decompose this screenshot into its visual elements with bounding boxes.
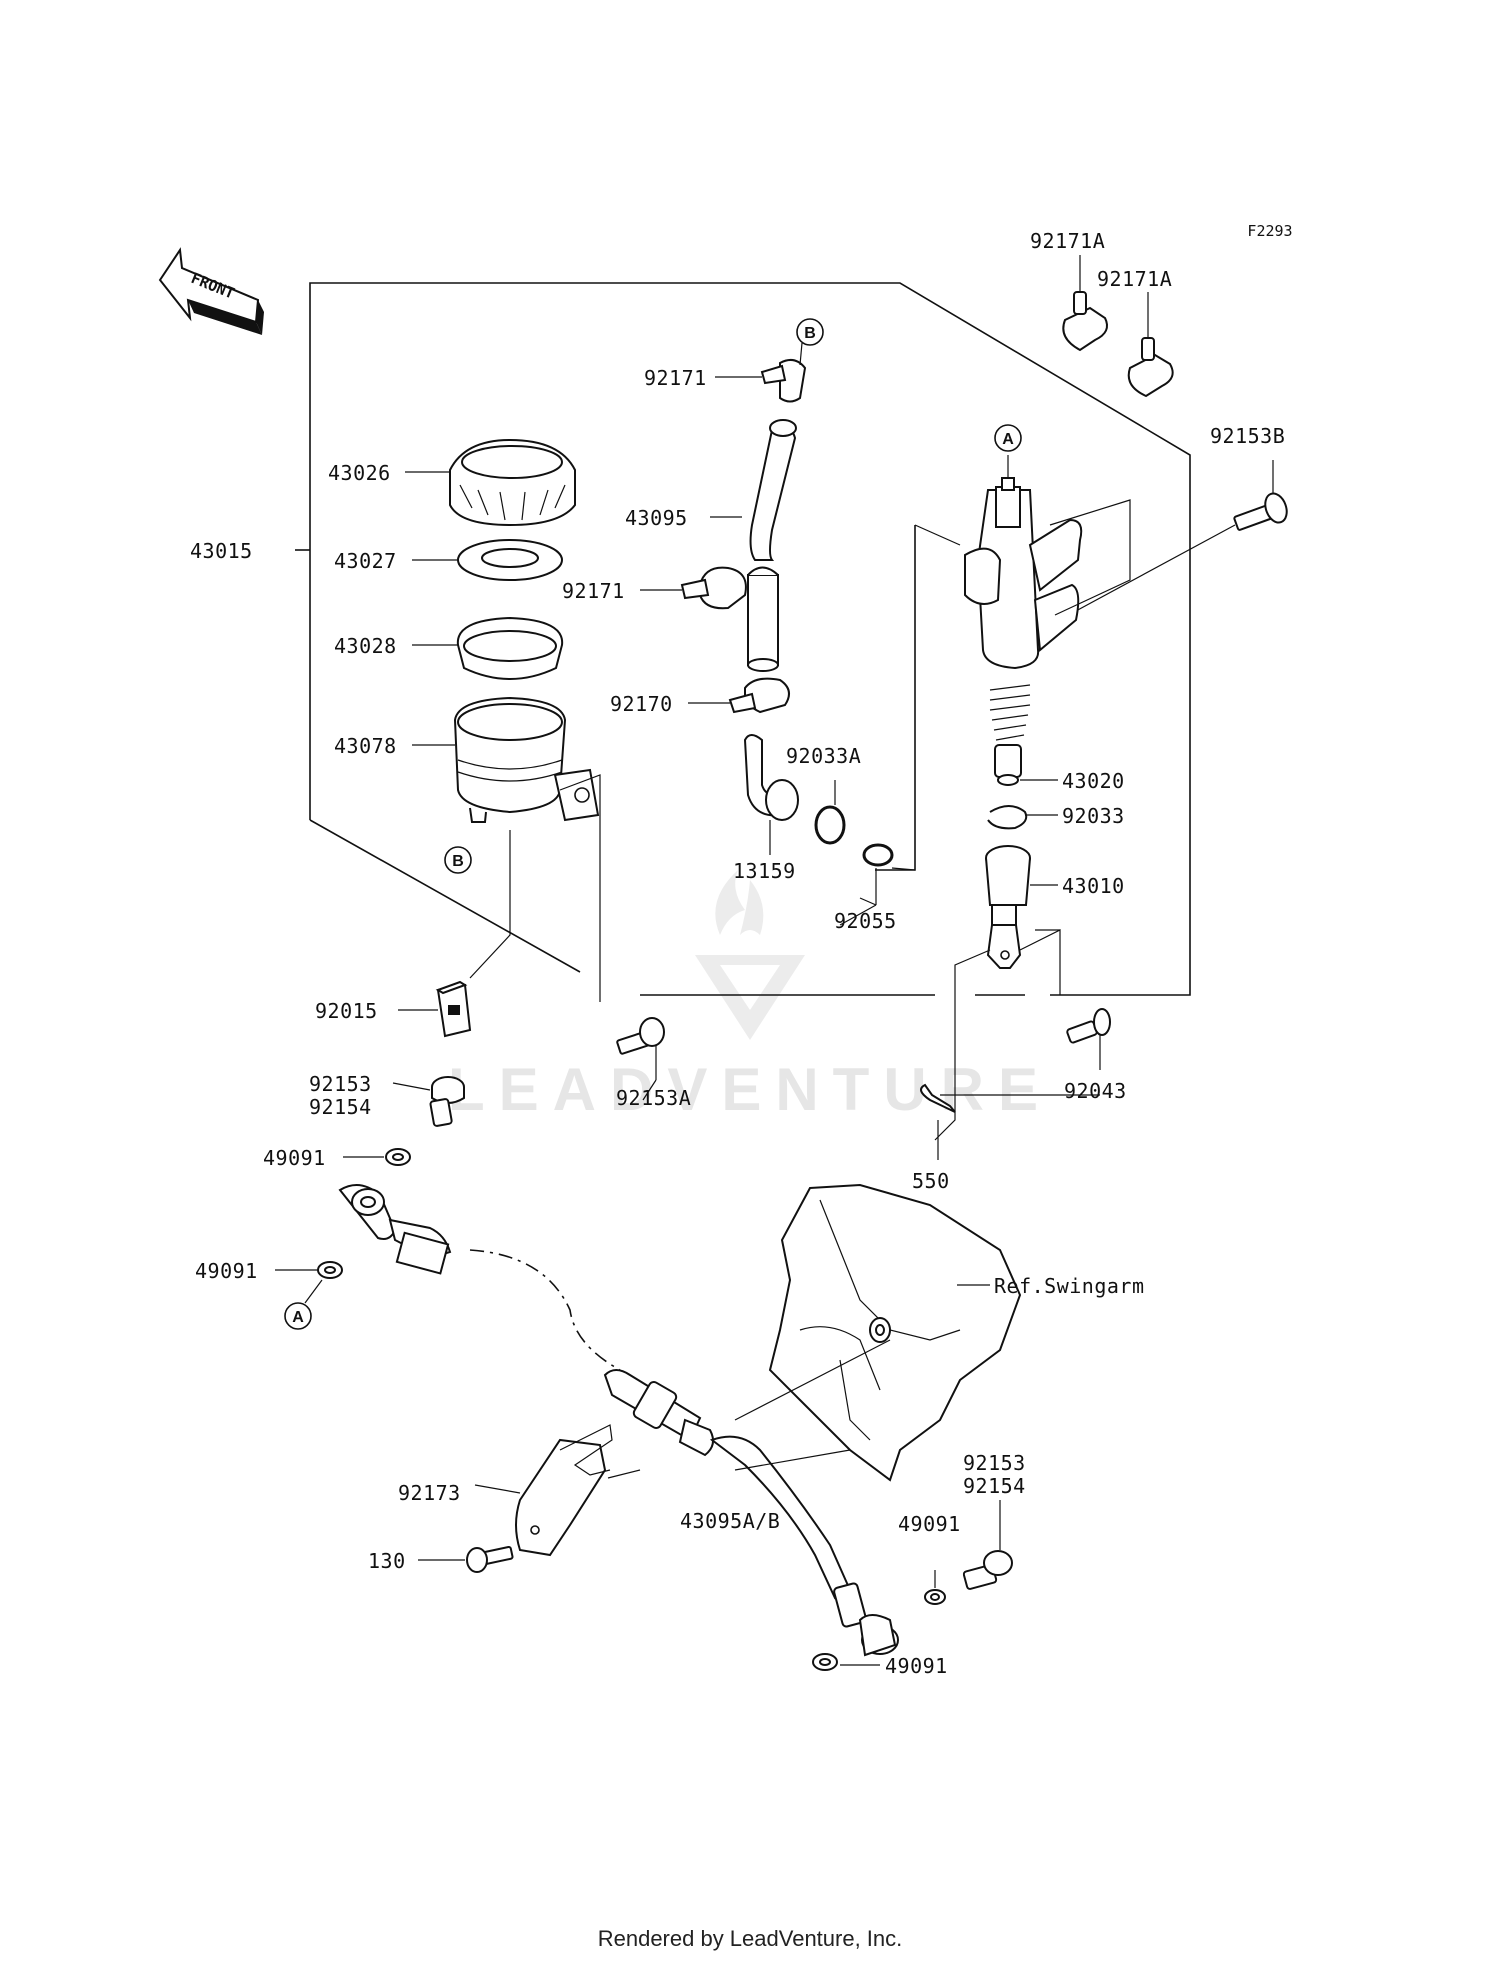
clamp-92171-top [715, 342, 807, 403]
hose-43095 [710, 419, 797, 672]
label-92154-lower: 92154 [963, 1474, 1026, 1498]
label-49091-lower-1: 49091 [898, 1512, 961, 1536]
clamp-92170 [688, 677, 790, 714]
bolt-92153b [1049, 460, 1288, 626]
banjo-bolt-lower [962, 1500, 1013, 1590]
label-43026: 43026 [328, 461, 391, 485]
label-550: 550 [912, 1169, 950, 1193]
push-rod-43010 [934, 845, 1061, 1141]
ref-marker-a-hose: A [284, 1279, 323, 1330]
label-92153b: 92153B [1210, 424, 1285, 448]
svg-text:B: B [804, 325, 816, 342]
label-49091-lower-2: 49091 [885, 1654, 948, 1678]
label-49091-upper-1: 49091 [263, 1146, 326, 1170]
watermark: LEADVENTURE [448, 870, 1052, 1123]
figure-code: F2293 [1247, 222, 1292, 240]
banjo-fitting-upper [338, 1184, 452, 1275]
clip-92015 [398, 980, 472, 1038]
label-92033: 92033 [1062, 804, 1125, 828]
o-ring-92055 [862, 843, 916, 905]
bolt-92153a [616, 1017, 665, 1080]
svg-text:B: B [452, 853, 464, 870]
label-43028: 43028 [334, 634, 397, 658]
label-92154-upper: 92154 [309, 1095, 372, 1119]
front-arrow-icon: FRONT [158, 247, 264, 335]
label-92171-mid: 92171 [562, 579, 625, 603]
spring-43020 [989, 684, 1058, 786]
label-43015: 43015 [190, 539, 253, 563]
label-92171-top: 92171 [644, 366, 707, 390]
label-92153-lower: 92153 [963, 1451, 1026, 1475]
washer-49091-4 [812, 1653, 880, 1671]
diaphragm-plate-43027 [412, 539, 563, 581]
label-92171a-1: 92171A [1030, 229, 1105, 253]
label-43095ab: 43095A/B [680, 1509, 780, 1533]
label-92170: 92170 [610, 692, 673, 716]
footer-credit: Rendered by LeadVenture, Inc. [598, 1926, 903, 1951]
svg-text:A: A [292, 1309, 304, 1326]
banjo-bolt-upper [392, 1076, 465, 1127]
label-ref-swingarm: Ref.Swingarm [994, 1274, 1145, 1298]
ref-marker-b-top: B [796, 318, 824, 346]
label-92015: 92015 [315, 999, 378, 1023]
label-92173: 92173 [398, 1481, 461, 1505]
label-43078: 43078 [334, 734, 397, 758]
bolt-130 [418, 1469, 641, 1573]
label-92171a-2: 92171A [1097, 267, 1172, 291]
cotter-pin-550 [920, 1083, 956, 1160]
leader-lines [642, 897, 1100, 1101]
label-43010: 43010 [1062, 874, 1125, 898]
assembly-outline [295, 282, 1191, 996]
label-92055: 92055 [834, 909, 897, 933]
banjo-fitting-lower [858, 1614, 899, 1657]
ref-marker-b-reservoir: B [444, 846, 472, 874]
washer-49091-1 [343, 1148, 411, 1166]
label-13159: 13159 [733, 859, 796, 883]
hose-fitting-lower [603, 1369, 715, 1457]
washer-49091-2 [275, 1261, 343, 1279]
cap-43026 [405, 438, 576, 527]
label-43027: 43027 [334, 549, 397, 573]
reservoir-43078 [412, 696, 601, 1002]
label-92153a: 92153A [616, 1086, 691, 1110]
snap-ring-92033 [987, 805, 1058, 830]
watermark-text: LEADVENTURE [448, 1056, 1052, 1123]
washer-49091-3 [924, 1570, 946, 1605]
label-49091-upper-2: 49091 [195, 1259, 258, 1283]
ref-marker-a-top: A [994, 424, 1022, 452]
clamp-92171a-1 [1062, 255, 1108, 352]
pin-92043 [1035, 929, 1111, 1070]
fitting-13159 [743, 734, 799, 855]
label-130: 130 [368, 1549, 406, 1573]
label-92033a: 92033A [786, 744, 861, 768]
clamp-92171a-2 [1127, 292, 1174, 398]
part-labels: 92171A 92171A 92153B 92171 43026 43015 4… [190, 229, 1285, 1678]
master-cylinder-body [875, 455, 1131, 871]
label-43020: 43020 [1062, 769, 1125, 793]
guard-92173 [474, 1424, 613, 1557]
label-92153-upper: 92153 [309, 1072, 372, 1096]
svg-text:A: A [1002, 431, 1014, 448]
hose-43095ab [709, 1339, 891, 1628]
diaphragm-43028 [412, 616, 564, 680]
circlip-92033a [814, 780, 846, 845]
label-43095: 43095 [625, 506, 688, 530]
clamp-92171-mid [640, 566, 747, 610]
label-92043: 92043 [1064, 1079, 1127, 1103]
swingarm [768, 1183, 1022, 1482]
